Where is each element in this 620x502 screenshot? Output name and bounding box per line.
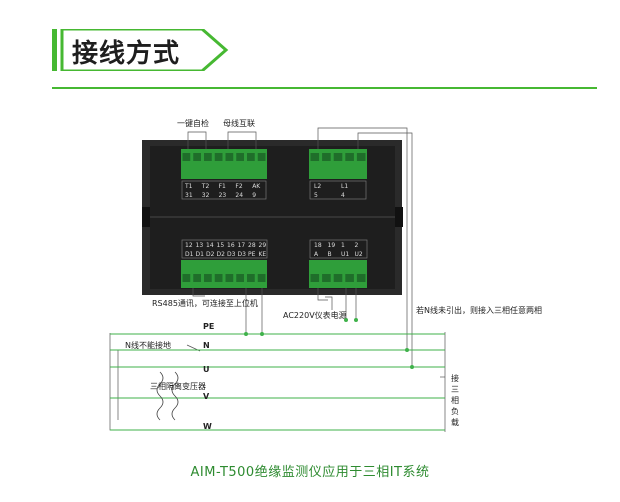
terminal-label: D1: [196, 251, 205, 258]
rs485-label: RS485通讯，可连接至上位机: [152, 299, 258, 308]
terminal-pin: [356, 153, 366, 161]
terminal-label: 32: [202, 192, 210, 199]
terminal-label: 18: [314, 242, 322, 249]
terminal-pin: [225, 153, 234, 161]
terminal-label: 17: [238, 242, 246, 249]
terminal-label: L2: [314, 183, 321, 190]
terminal-label: 19: [328, 242, 336, 249]
terminal-label: U2: [355, 251, 363, 258]
terminal-pin: [182, 153, 191, 161]
header-divider: [52, 87, 597, 89]
junction-dots: [244, 318, 414, 369]
terminal-label: 5: [314, 192, 318, 199]
terminal-label: 2: [355, 242, 359, 249]
figure-caption: AIM-T500绝缘监测仪应用于三相IT系统: [190, 465, 430, 480]
transformer-label: 三相隔离变压器: [150, 382, 206, 391]
terminal-label: D3: [238, 251, 247, 258]
header-banner: [52, 29, 229, 71]
terminal-label: 15: [217, 242, 225, 249]
terminal-pin: [310, 153, 320, 161]
terminal-block-top-right: [309, 149, 367, 200]
n-not-grounded-label: N线不能接地: [125, 341, 171, 350]
terminal-label: 16: [227, 242, 235, 249]
n-not-led-label: 若N线未引出，则接入三相任意两相: [416, 306, 542, 315]
terminal-label: D2: [206, 251, 215, 258]
terminal-pin: [193, 153, 201, 161]
terminal-label: 13: [196, 242, 204, 249]
terminal-label: F1: [219, 183, 226, 190]
terminal-pin: [204, 153, 212, 161]
terminal-pin: [247, 274, 255, 282]
terminal-pin: [333, 274, 343, 282]
terminal-label: F2: [235, 183, 242, 190]
terminal-label: PE: [248, 251, 256, 258]
terminal-label: 24: [235, 192, 243, 199]
terminal-pin: [257, 274, 266, 282]
terminal-pin: [214, 153, 223, 161]
terminal-pin: [225, 274, 234, 282]
terminal-label: 14: [206, 242, 214, 249]
terminal-pin: [236, 274, 244, 282]
wire-label-n: N: [203, 341, 210, 350]
terminal-pin: [322, 153, 331, 161]
terminal-pin: [310, 274, 320, 282]
terminal-label: 12: [185, 242, 193, 249]
terminal-label: A: [314, 251, 319, 258]
wire-label-pe: PE: [203, 322, 215, 331]
terminal-label: 1: [341, 242, 345, 249]
terminal-label: U1: [341, 251, 349, 258]
terminal-pin: [345, 274, 354, 282]
terminal-label: B: [328, 251, 332, 258]
terminal-label: 4: [341, 192, 345, 199]
terminal-label: D1: [185, 251, 194, 258]
page-title: 接线方式: [72, 39, 181, 69]
load-label: 接三相负载: [451, 374, 459, 427]
terminal-label: 31: [185, 192, 193, 199]
terminal-label: AK: [252, 183, 261, 190]
terminal-label: L1: [341, 183, 348, 190]
terminal-label: T2: [201, 183, 210, 190]
wire-label-v: V: [203, 392, 210, 401]
terminal-pin: [204, 274, 212, 282]
self-test-label: 一键自检: [177, 119, 209, 128]
terminal-block-bottom-right: [309, 239, 368, 288]
terminal-label: KE: [259, 251, 267, 258]
terminal-label: 28: [248, 242, 256, 249]
terminal-block-top-left: [181, 149, 267, 200]
terminal-pin: [356, 274, 366, 282]
transformer-coil: [156, 371, 179, 421]
terminal-pin: [333, 153, 343, 161]
ac-power-label: AC220V仪表电源: [283, 311, 347, 320]
terminal-label: T1: [184, 183, 193, 190]
terminal-pin: [214, 274, 223, 282]
bus-lines: [110, 333, 445, 431]
terminal-pin: [322, 274, 331, 282]
terminal-label: D3: [227, 251, 236, 258]
terminal-label: 23: [219, 192, 227, 199]
terminal-pin: [182, 274, 191, 282]
bus-interlink-label: 母线互联: [223, 119, 255, 128]
terminal-pin: [345, 153, 354, 161]
terminal-pin: [247, 153, 255, 161]
wire-label-u: U: [203, 365, 210, 374]
terminal-pin: [193, 274, 201, 282]
terminal-label: 9: [252, 192, 256, 199]
terminal-label: 29: [259, 242, 267, 249]
terminal-label: D2: [217, 251, 226, 258]
wire-label-w: W: [203, 422, 212, 431]
terminal-block-bottom-left: [181, 239, 268, 288]
terminal-pin: [257, 153, 266, 161]
terminal-pin: [236, 153, 244, 161]
